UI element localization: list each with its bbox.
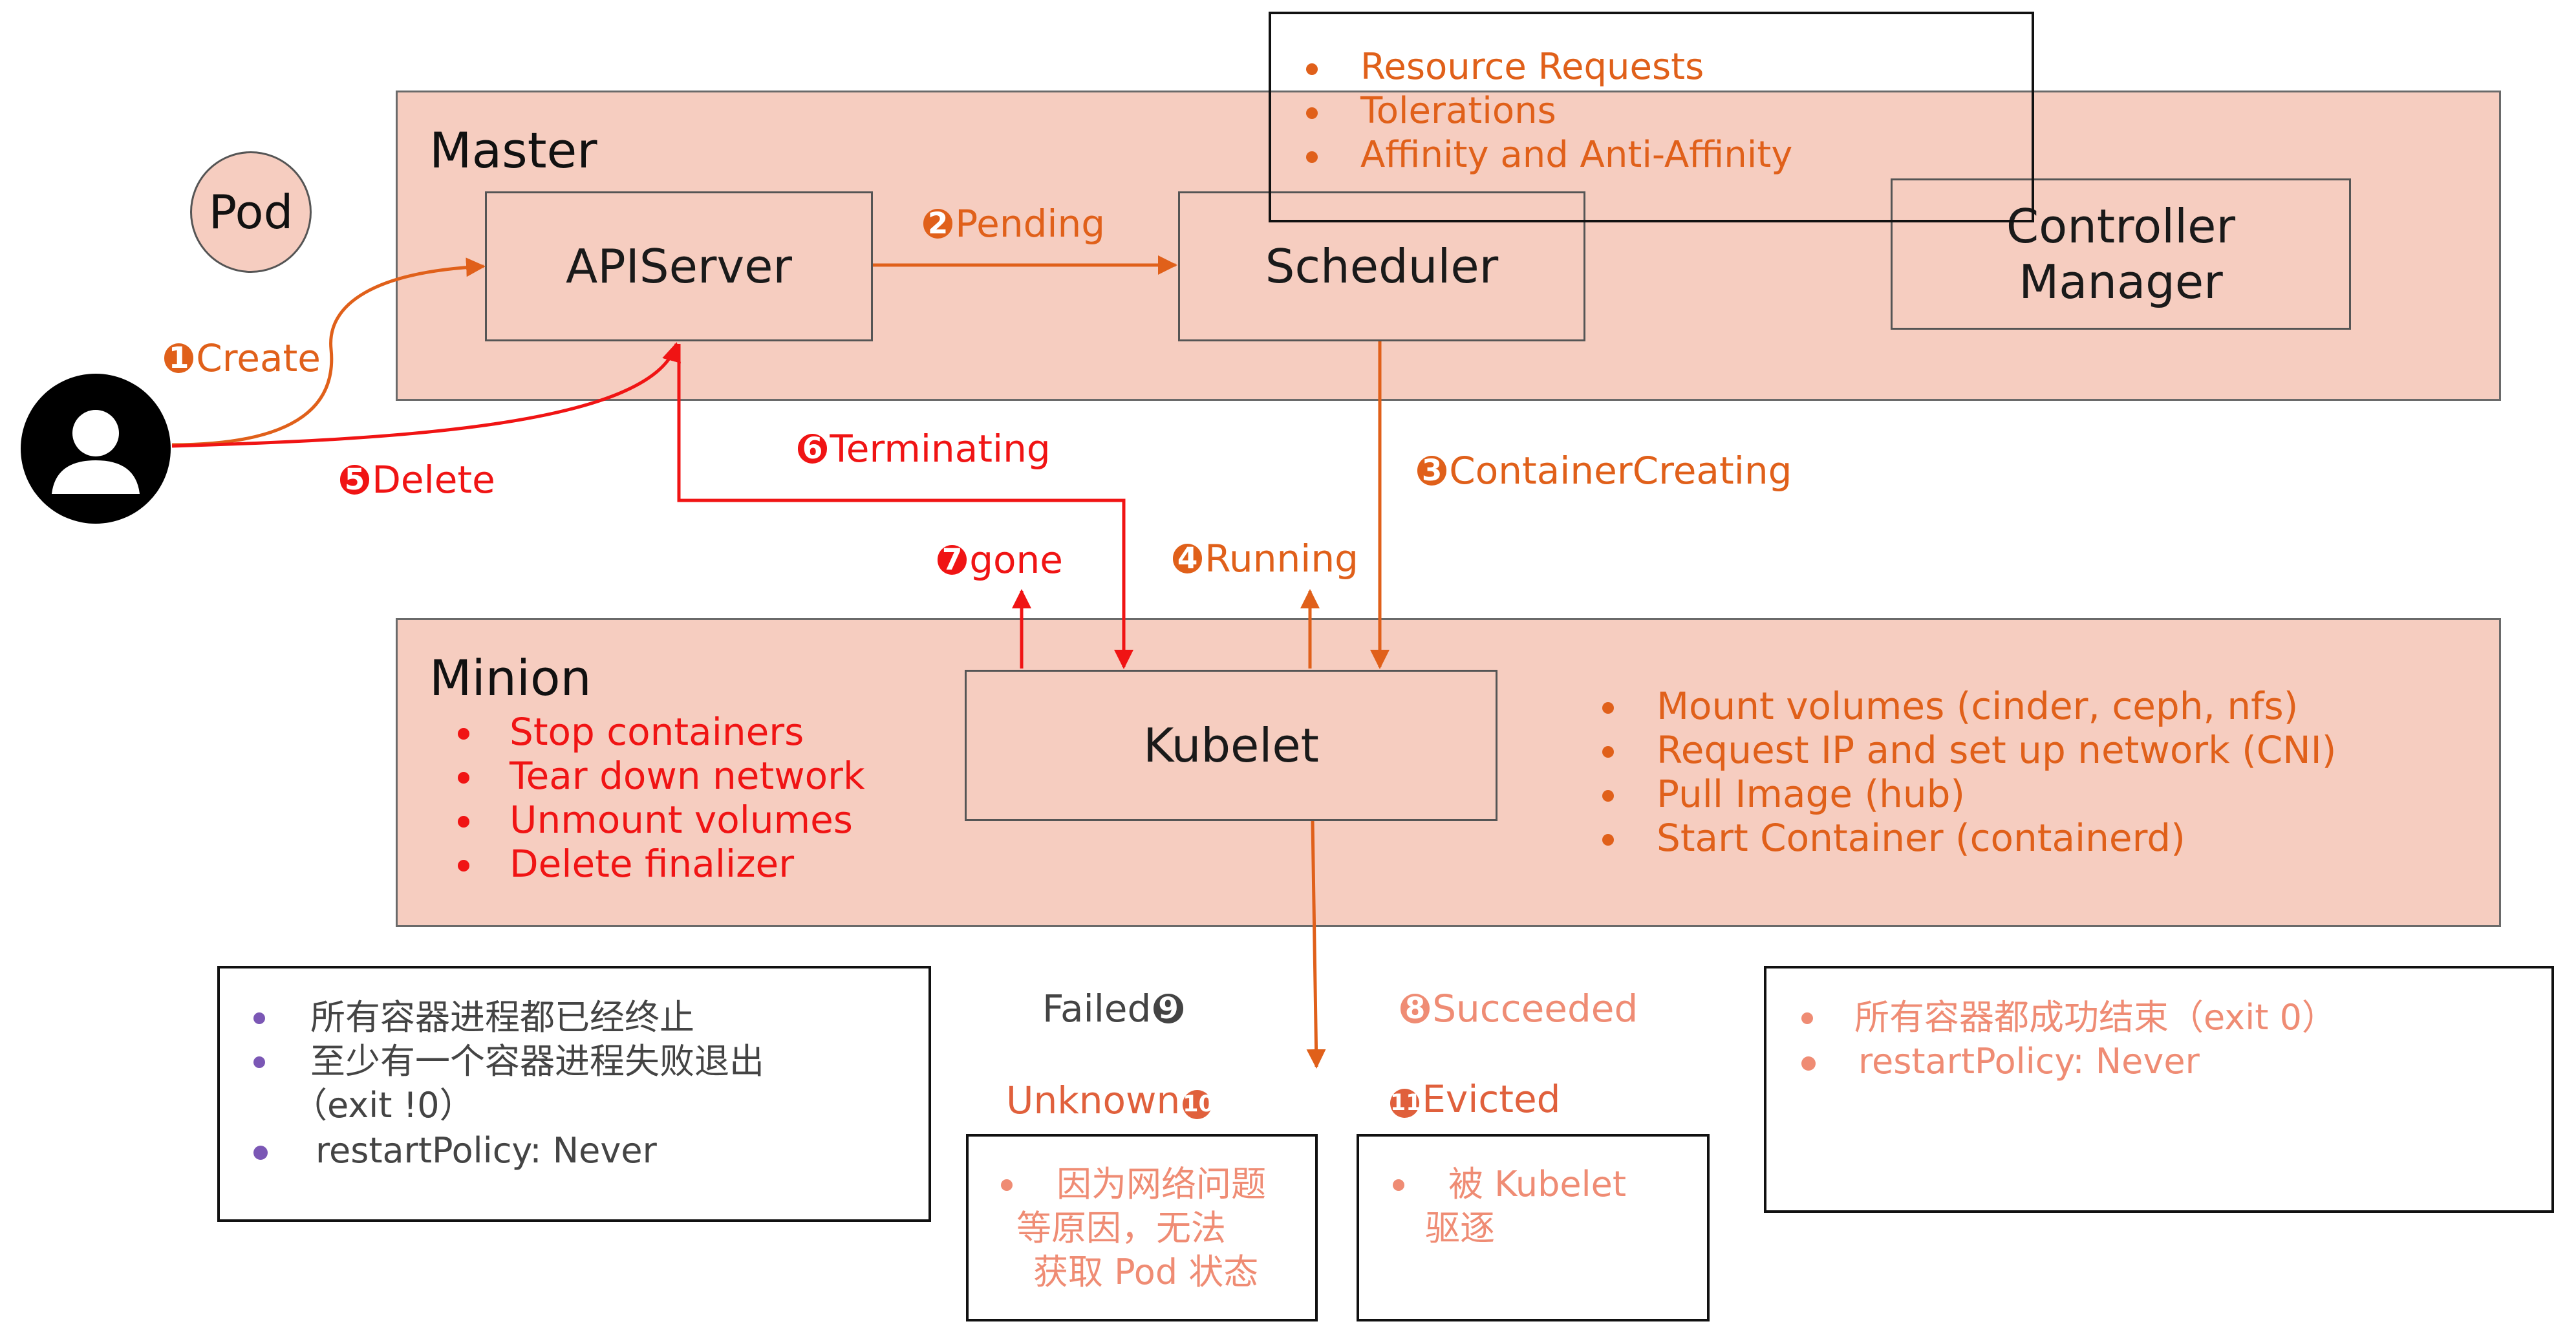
evicted-notes-box: 被 Kubelet 驱逐: [1357, 1134, 1710, 1321]
scheduler-label: Scheduler: [1265, 239, 1499, 294]
step-number-badge: 1: [164, 343, 194, 373]
controller-manager-box: Controller Manager: [1891, 178, 2351, 330]
scheduler-note-item: Affinity and Anti-Affinity: [1306, 133, 1792, 177]
failed-note-item: 至少有一个容器进程失败退出: [253, 1040, 764, 1084]
create-step-item: Start Container (containerd): [1602, 816, 2336, 860]
step-number-badge: 4: [1173, 544, 1203, 573]
unknown-note-cont: 获取 Pod 状态: [1033, 1252, 1259, 1292]
bullet-icon: [1306, 63, 1318, 75]
unknown-note-item: 因为网络问题: [1001, 1162, 1266, 1206]
bullet-icon: [1306, 151, 1318, 163]
terminating-arrow: [677, 344, 1133, 669]
master-region: [396, 91, 2501, 401]
delete-step-item: Stop containers: [458, 710, 865, 754]
failed-note-cont: （exit !0）: [292, 1085, 475, 1126]
scheduler-box: Scheduler: [1178, 191, 1585, 341]
bullet-icon: [1801, 1012, 1813, 1024]
minion-region: [396, 618, 2501, 927]
succeeded-note-item: 所有容器都成功结束（exit 0）: [1801, 996, 2337, 1040]
bullet-icon: [458, 728, 469, 740]
bullet-icon: [253, 1056, 265, 1068]
user-icon: [19, 372, 172, 525]
step-number-badge: 8: [1401, 994, 1430, 1023]
step-number-badge: 9: [1154, 994, 1183, 1023]
create-step-item: Pull Image (hub): [1602, 772, 2336, 816]
evicted-note-item: 被 Kubelet: [1393, 1162, 1626, 1206]
bullet-icon: [1001, 1179, 1013, 1191]
delete-step-item: Tear down network: [458, 754, 865, 798]
evicted-note-cont: 驱逐: [1425, 1208, 1495, 1248]
failed-note-item: restartPolicy: Never: [253, 1129, 764, 1173]
succeeded-note-item: restartPolicy: Never: [1801, 1040, 2337, 1084]
create-arrow: [171, 257, 486, 447]
step-number-badge: 10: [1183, 1089, 1214, 1119]
scheduler-notes-list: Resource Requests Tolerations Affinity a…: [1306, 45, 1792, 177]
create-step-item: Request IP and set up network (CNI): [1602, 728, 2336, 772]
controller-manager-label-line1: Controller: [2006, 198, 2236, 253]
delete-step-item: Delete finalizer: [458, 842, 865, 886]
bullet-icon: [1801, 1056, 1816, 1071]
pod-label: Pod: [208, 185, 294, 239]
bullet-icon: [1602, 702, 1614, 714]
controller-manager-label-line2: Manager: [2019, 255, 2223, 309]
scheduler-note-item: Tolerations: [1306, 89, 1792, 133]
terminal-state-arrow: [1306, 820, 1326, 1069]
unknown-notes-box: 因为网络问题 等原因，无法 获取 Pod 状态: [966, 1134, 1318, 1321]
minion-title: Minion: [429, 649, 592, 707]
bullet-icon: [458, 816, 469, 828]
delete-arrow: [171, 342, 682, 448]
create-steps-list: Mount volumes (cinder, ceph, nfs) Reques…: [1602, 684, 2336, 860]
unknown-note-cont: 等原因，无法: [1016, 1208, 1226, 1248]
delete-steps-list: Stop containers Tear down network Unmoun…: [458, 710, 865, 886]
bullet-icon: [253, 1012, 265, 1024]
failed-note-item: 所有容器进程都已经终止: [253, 996, 764, 1040]
kubelet-label: Kubelet: [1143, 718, 1319, 773]
bullet-icon: [1393, 1179, 1404, 1191]
evicted-state-label: 11Evicted: [1390, 1077, 1561, 1121]
apiserver-box: APIServer: [485, 191, 873, 341]
master-title: Master: [429, 122, 597, 179]
succeeded-notes-box: 所有容器都成功结束（exit 0） restartPolicy: Never: [1764, 966, 2554, 1213]
bullet-icon: [458, 772, 469, 784]
scheduler-notes-box: [1269, 12, 2034, 222]
step-number-badge: 3: [1417, 456, 1447, 486]
bullet-icon: [1602, 790, 1614, 802]
step-number-badge: 11: [1390, 1088, 1421, 1118]
step-number-badge: 7: [938, 545, 967, 575]
bullet-icon: [1602, 746, 1614, 758]
kubelet-box: Kubelet: [965, 670, 1497, 821]
create-step-item: Mount volumes (cinder, ceph, nfs): [1602, 684, 2336, 728]
apiserver-label: APIServer: [565, 239, 792, 294]
bullet-icon: [253, 1146, 268, 1160]
bullet-icon: [458, 860, 469, 872]
delete-step-item: Unmount volumes: [458, 798, 865, 842]
step-number-badge: 5: [340, 465, 370, 495]
step-number-badge: 2: [923, 209, 953, 239]
bullet-icon: [1602, 834, 1614, 846]
failed-notes-box: 所有容器进程都已经终止 至少有一个容器进程失败退出 （exit !0） rest…: [217, 966, 931, 1222]
pod-circle: Pod: [190, 151, 312, 273]
bullet-icon: [1306, 107, 1318, 119]
step-number-badge: 6: [798, 434, 828, 464]
scheduler-note-item: Resource Requests: [1306, 45, 1792, 89]
